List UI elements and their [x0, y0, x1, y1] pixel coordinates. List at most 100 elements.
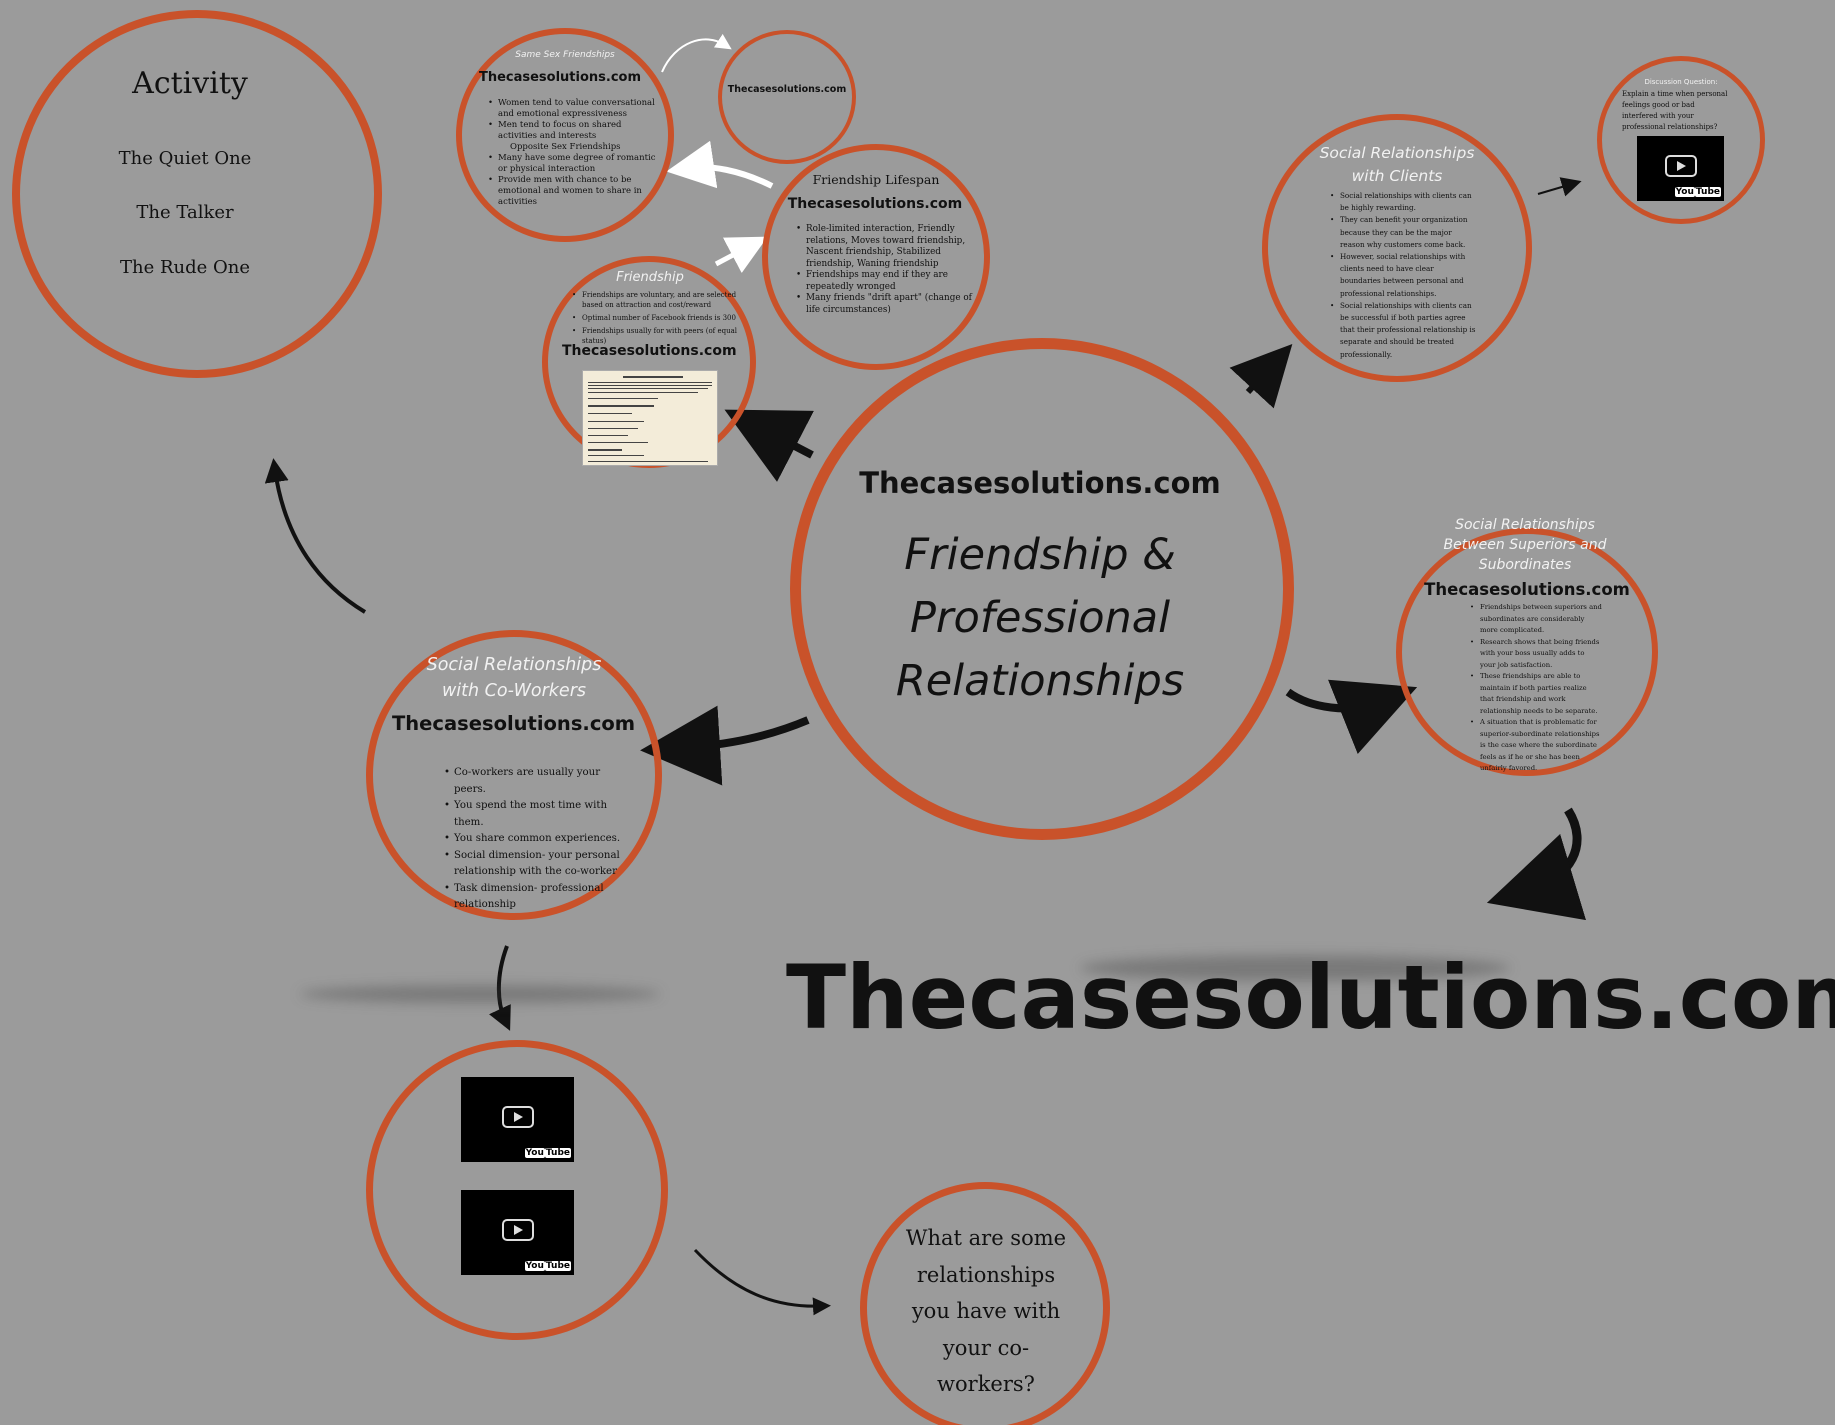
main-title-line: Friendship & — [904, 530, 1176, 580]
clients-bullet: Social relationships with clients can be… — [1330, 300, 1476, 361]
superiors-heading-line: Social Relationships — [1455, 517, 1595, 533]
main-topic-circle[interactable] — [790, 338, 1294, 840]
arrow-superiors-down — [1486, 807, 1587, 921]
question-line: your co- — [942, 1335, 1030, 1360]
blurred-shadow — [300, 985, 660, 1003]
coworkers-bullet: Social dimension- your personal relation… — [444, 848, 634, 881]
question-line: relationships — [916, 1262, 1056, 1287]
same-sex-bullet: Women tend to value conversational and e… — [488, 98, 656, 120]
discussion-heading: Discussion Question: — [1644, 78, 1718, 86]
question-circle[interactable] — [860, 1182, 1110, 1425]
clients-bullet: However, social relationships with clien… — [1330, 251, 1476, 300]
videos-circle[interactable] — [366, 1040, 668, 1340]
superiors-heading-line: Between Superiors and — [1443, 537, 1607, 553]
youtube-logo-left: You — [524, 1148, 545, 1158]
superiors-bullet: A situation that is problematic for supe… — [1470, 717, 1602, 775]
coworkers-heading: Social Relationships with Co-Workers — [392, 652, 636, 704]
small-watermark-circle[interactable] — [718, 30, 856, 164]
main-title-line: Professional — [909, 593, 1171, 643]
activity-item-talker: The Talker — [136, 202, 234, 223]
clients-body: Social relationships with clients can be… — [1330, 190, 1476, 361]
opposite-sex-bullet: Many have some degree of romantic or phy… — [488, 153, 656, 175]
play-button-icon[interactable] — [1664, 154, 1697, 177]
main-watermark: Thecasesolutions.com — [859, 466, 1221, 500]
opposite-sex-bullet: Provide men with chance to be emotional … — [488, 175, 656, 208]
clients-bullet: Social relationships with clients can be… — [1330, 190, 1476, 214]
same-sex-bullet: Men tend to focus on shared activities a… — [488, 120, 656, 142]
same-sex-circle[interactable] — [456, 28, 674, 242]
activity-item-quiet: The Quiet One — [118, 148, 252, 169]
youtube-logo-right: Tube — [544, 1261, 571, 1271]
coworkers-bullet: Co-workers are usually your peers. — [444, 765, 634, 798]
arrow-main-to-coworkers — [640, 705, 810, 786]
play-button-icon[interactable] — [501, 1105, 534, 1128]
lifespan-heading: Friendship Lifespan — [812, 172, 940, 187]
discussion-circle[interactable] — [1597, 56, 1765, 224]
play-button-icon[interactable] — [501, 1218, 534, 1241]
superiors-heading-line: Subordinates — [1478, 557, 1572, 573]
facebook-friends-document-image — [582, 370, 718, 466]
friendship-bullet: Friendships are voluntary, and are selec… — [572, 290, 738, 310]
discussion-text: Explain a time when personal feelings go… — [1622, 90, 1728, 131]
arrow-samesex-to-watermark — [661, 33, 732, 73]
lifespan-bullet: Many friends "drift apart" (change of li… — [796, 293, 978, 316]
clients-heading-line: Social Relationships — [1319, 144, 1475, 162]
coworkers-circle[interactable] — [366, 630, 662, 920]
clients-bullet: They can benefit your organization becau… — [1330, 214, 1476, 251]
question-line: you have with — [911, 1299, 1061, 1323]
lifespan-watermark: Thecasesolutions.com — [787, 196, 963, 212]
lifespan-bullet: Role-limited interaction, Friendly relat… — [796, 224, 978, 270]
main-title-line: Relationships — [895, 656, 1185, 706]
coworkers-body: Co-workers are usually your peers. You s… — [444, 765, 634, 914]
superiors-bullet: Friendships between superiors and subord… — [1470, 602, 1602, 637]
opposite-sex-subheading: Opposite Sex Friendships — [510, 142, 621, 152]
arrow-clients-to-discussion — [1537, 177, 1582, 197]
superiors-heading: Social Relationships Between Superiors a… — [1414, 515, 1636, 575]
activity-circle[interactable] — [12, 10, 382, 378]
same-sex-heading: Same Sex Friendships — [515, 50, 615, 60]
main-title: Friendship & Professional Relationships — [820, 524, 1260, 713]
clients-circle[interactable] — [1262, 114, 1532, 382]
activity-item-rude: The Rude One — [119, 257, 251, 278]
lifespan-bullet: Friendships may end if they are repeated… — [796, 270, 978, 293]
friendship-bullet: Optimal number of Facebook friends is 30… — [572, 313, 738, 323]
youtube-logo-left: You — [1674, 187, 1695, 197]
question-text: What are some relationships you have wit… — [880, 1220, 1092, 1403]
arrow-coworkers-to-videos — [489, 945, 511, 1031]
blurred-shadow — [1080, 955, 1510, 981]
youtube-logo-right: Tube — [544, 1148, 571, 1158]
clients-heading-line: with Clients — [1351, 167, 1443, 185]
friendship-body: Friendships are voluntary, and are selec… — [572, 290, 738, 346]
large-watermark: Thecasesolutions.com — [786, 946, 1835, 1049]
friendship-heading: Friendship — [616, 270, 684, 285]
question-line: What are some — [905, 1226, 1067, 1250]
coworkers-watermark: Thecasesolutions.com — [392, 712, 636, 735]
same-sex-watermark: Thecasesolutions.com — [478, 70, 642, 85]
arrow-main-to-superiors — [1285, 679, 1418, 754]
coworkers-heading-line: Social Relationships — [426, 655, 602, 675]
coworkers-bullet: Task dimension- professional relationshi… — [444, 881, 634, 914]
clients-heading: Social Relationships with Clients — [1290, 142, 1504, 188]
question-line: workers? — [937, 1372, 1035, 1396]
youtube-logo-left: You — [524, 1261, 545, 1271]
arrow-videos-to-question — [693, 1248, 831, 1316]
arrow-friendship-to-lifespan — [714, 236, 768, 274]
superiors-bullet: Research shows that being friends with y… — [1470, 637, 1602, 672]
lifespan-circle[interactable] — [762, 144, 990, 370]
arrow-main-to-clients — [1229, 343, 1293, 409]
same-sex-body: Women tend to value conversational and e… — [488, 98, 656, 208]
arrow-main-to-friendship — [724, 409, 814, 482]
activity-title: Activity — [132, 66, 248, 101]
superiors-bullet: These friendships are able to maintain i… — [1470, 671, 1602, 717]
arrow-to-activity — [264, 458, 367, 614]
coworkers-bullet: You spend the most time with them. — [444, 798, 634, 831]
youtube-logo-right: Tube — [1694, 187, 1721, 197]
